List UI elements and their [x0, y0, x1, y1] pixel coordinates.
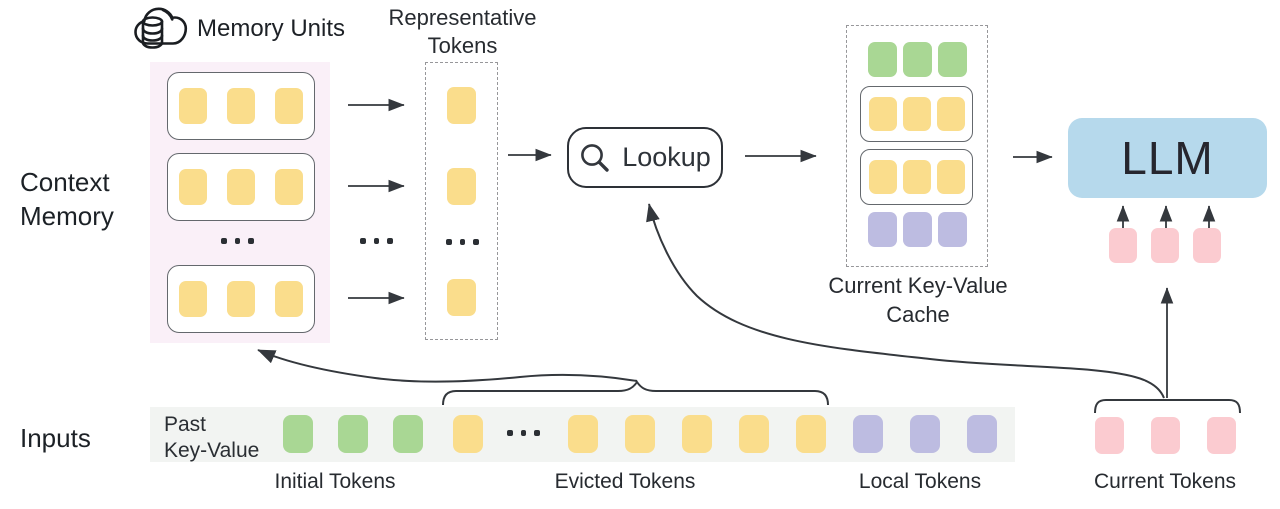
token [936, 160, 965, 194]
token [937, 212, 967, 247]
token [568, 415, 598, 453]
token [902, 160, 931, 194]
token [453, 415, 483, 453]
token [1193, 228, 1221, 263]
cache-token-row [847, 42, 987, 77]
token [937, 42, 967, 77]
token [867, 42, 897, 77]
current-kv-cache-label: Current Key-Value Cache [828, 273, 1008, 327]
memory-unit-row [167, 265, 315, 333]
representative-token [447, 87, 476, 124]
token [1109, 228, 1137, 263]
representative-token [447, 168, 476, 205]
cache-unit-box [860, 86, 973, 142]
token [796, 415, 826, 453]
token [393, 415, 423, 453]
token [179, 281, 207, 317]
token [1151, 417, 1180, 454]
evicted-tokens-brace [442, 380, 829, 406]
curve-evicted-to-memory [257, 349, 638, 383]
token [275, 169, 303, 205]
llm-box: LLM [1068, 118, 1267, 198]
lookup-label: Lookup [622, 142, 711, 172]
token [227, 88, 255, 124]
token [283, 415, 313, 453]
arrow-column-ellipsis [360, 238, 393, 244]
representative-ellipsis [446, 239, 479, 245]
token [275, 88, 303, 124]
token [1207, 417, 1236, 454]
token [179, 88, 207, 124]
token [682, 415, 712, 453]
cloud-database-icon [134, 7, 188, 49]
representative-tokens-box [425, 62, 498, 340]
token [739, 415, 769, 453]
token [902, 42, 932, 77]
magnifier-icon [581, 143, 609, 172]
memory-unit-row [167, 72, 315, 140]
token [902, 97, 931, 131]
initial-tokens-label: Initial Tokens [274, 470, 396, 493]
llm-input-tokens [1109, 228, 1221, 263]
cache-token-row [847, 212, 987, 247]
token [853, 415, 883, 453]
context-memory-label: Context Memory [20, 167, 114, 232]
token [275, 281, 303, 317]
cache-unit-box [860, 149, 973, 205]
past-key-value-strip: Past Key-Value [150, 407, 1015, 462]
local-tokens-label: Local Tokens [858, 470, 982, 493]
current-tokens-label: Current Tokens [1093, 470, 1237, 493]
token [338, 415, 368, 453]
token [1095, 417, 1124, 454]
token [227, 281, 255, 317]
token [902, 212, 932, 247]
token [867, 212, 897, 247]
representative-tokens-label: Representative Tokens [388, 5, 537, 58]
token [936, 97, 965, 131]
representative-token [447, 279, 476, 316]
token [625, 415, 655, 453]
context-memory-panel [150, 62, 330, 343]
token [868, 97, 897, 131]
current-tokens-group [1095, 417, 1236, 454]
memory-ellipsis [221, 238, 254, 244]
token [1151, 228, 1179, 263]
token [967, 415, 997, 453]
ellipsis [507, 430, 540, 436]
inputs-label: Inputs [20, 423, 91, 453]
memory-unit-row [167, 153, 315, 221]
lookup-button: Lookup [567, 127, 723, 188]
token [227, 169, 255, 205]
current-kv-cache-box [846, 25, 988, 267]
token [868, 160, 897, 194]
current-tokens-bracket [1094, 399, 1241, 414]
token [910, 415, 940, 453]
evicted-tokens-label: Evicted Tokens [554, 470, 696, 493]
token [179, 169, 207, 205]
memory-units-label: Memory Units [197, 15, 346, 42]
past-key-value-label: Past Key-Value [164, 413, 260, 462]
